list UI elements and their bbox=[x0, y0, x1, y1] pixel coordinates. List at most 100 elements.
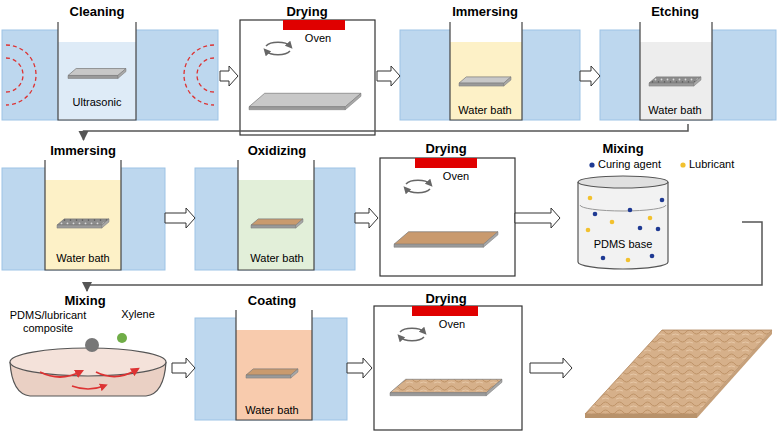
illustration-part bbox=[578, 176, 668, 188]
illustration-part bbox=[345, 93, 361, 109]
illustration-part bbox=[680, 162, 685, 167]
illustration-part bbox=[72, 386, 104, 389]
step-title: Cleaning bbox=[70, 4, 125, 20]
illustration-part bbox=[45, 180, 121, 270]
illustration-part bbox=[240, 20, 375, 135]
illustration-part bbox=[249, 93, 361, 106]
illustration-part bbox=[6, 45, 36, 105]
illustration-part bbox=[650, 254, 655, 259]
step-title: Coating bbox=[248, 293, 296, 309]
process-step: MixingPDMS/lubricant compositeXylene bbox=[2, 291, 172, 431]
process-step: EtchingWater bath bbox=[600, 2, 776, 124]
illustration-part bbox=[486, 379, 502, 395]
illustration-part bbox=[68, 75, 118, 78]
illustration-part bbox=[296, 219, 303, 228]
illustration-part bbox=[96, 370, 136, 377]
illustration-part bbox=[10, 348, 166, 376]
process-step: ImmersingWater bath bbox=[2, 140, 165, 274]
step-label: Water bath bbox=[56, 252, 109, 265]
illustration-part bbox=[57, 225, 102, 228]
flow-arrow bbox=[172, 358, 195, 378]
illustration-part bbox=[2, 30, 218, 120]
step-label: Water bath bbox=[250, 252, 303, 265]
illustration-part bbox=[380, 158, 515, 276]
illustration-part bbox=[406, 189, 430, 193]
illustration-part bbox=[45, 160, 121, 270]
process-step: CoatingWater bath bbox=[195, 291, 347, 427]
illustration-part bbox=[394, 232, 498, 244]
illustration-part bbox=[450, 42, 522, 120]
illustration-part bbox=[266, 42, 290, 46]
illustration-part bbox=[118, 69, 126, 79]
illustration-part bbox=[578, 182, 668, 269]
illustration-part bbox=[586, 228, 591, 233]
illustration-part bbox=[236, 330, 312, 420]
illustration-part bbox=[58, 22, 136, 120]
illustration-part bbox=[236, 310, 312, 420]
illustration-part bbox=[374, 306, 522, 430]
illustration-part bbox=[68, 69, 126, 76]
illustration-part bbox=[400, 337, 424, 341]
step-title: Mixing bbox=[64, 293, 105, 309]
illustration-part bbox=[459, 83, 504, 86]
illustration-part bbox=[589, 162, 594, 167]
illustration-part bbox=[400, 30, 580, 120]
illustration-part bbox=[266, 51, 290, 55]
illustration-part bbox=[415, 158, 477, 168]
illustration-part bbox=[291, 369, 298, 378]
step-label: PDMS/lubricant composite bbox=[2, 309, 94, 335]
step-label: Oven bbox=[305, 32, 331, 45]
illustration-part bbox=[483, 232, 498, 247]
illustration-part bbox=[246, 369, 298, 375]
illustration-part bbox=[238, 160, 314, 270]
illustration-part bbox=[6, 58, 23, 92]
illustration-part bbox=[580, 205, 666, 211]
illustration-part bbox=[400, 328, 424, 332]
step-label: Water bath bbox=[245, 404, 298, 417]
flow-arrow bbox=[377, 66, 400, 86]
step-title: Drying bbox=[425, 141, 466, 157]
illustration-part bbox=[648, 216, 653, 221]
process-step: DryingOven bbox=[372, 291, 524, 431]
illustration-part bbox=[406, 180, 430, 184]
illustration-part bbox=[638, 226, 643, 231]
illustration-part bbox=[236, 310, 312, 420]
illustration-part bbox=[585, 414, 697, 418]
illustration-part bbox=[626, 258, 631, 263]
illustration-part bbox=[412, 306, 478, 316]
illustration-part bbox=[610, 220, 615, 225]
illustration-part bbox=[628, 208, 633, 213]
step-label: Lubricant bbox=[689, 158, 734, 171]
illustration-part bbox=[504, 77, 511, 86]
step-title: Drying bbox=[286, 4, 327, 20]
flow-arrow bbox=[580, 66, 600, 86]
step-title: Oxidizing bbox=[248, 143, 307, 159]
step-label: Water bath bbox=[648, 104, 701, 117]
illustration-part bbox=[593, 212, 598, 217]
illustration-part bbox=[58, 42, 136, 120]
illustration-part bbox=[600, 30, 776, 120]
illustration-part bbox=[197, 58, 214, 92]
flow-arrow bbox=[220, 66, 238, 86]
illustration-part bbox=[450, 22, 522, 120]
illustration-part bbox=[697, 330, 772, 418]
step-title: Drying bbox=[425, 291, 466, 307]
illustration-part bbox=[251, 219, 303, 225]
flow-arrow bbox=[515, 208, 560, 228]
illustration-part bbox=[588, 196, 593, 201]
illustration-part bbox=[530, 358, 572, 378]
illustration-part bbox=[649, 83, 694, 86]
illustration-part bbox=[660, 198, 665, 203]
step-label: Oven bbox=[439, 318, 465, 331]
illustration-part bbox=[394, 244, 483, 247]
step-label: Oven bbox=[443, 170, 469, 183]
illustration-part bbox=[390, 393, 486, 396]
illustration-part bbox=[58, 22, 136, 120]
step-label: Water bath bbox=[458, 104, 511, 117]
flow-arrow bbox=[347, 358, 372, 378]
illustration-part bbox=[238, 180, 314, 270]
process-step: CleaningUltrasonic bbox=[2, 2, 220, 124]
flow-arrow bbox=[87, 222, 762, 291]
step-title: Immersing bbox=[50, 143, 116, 159]
